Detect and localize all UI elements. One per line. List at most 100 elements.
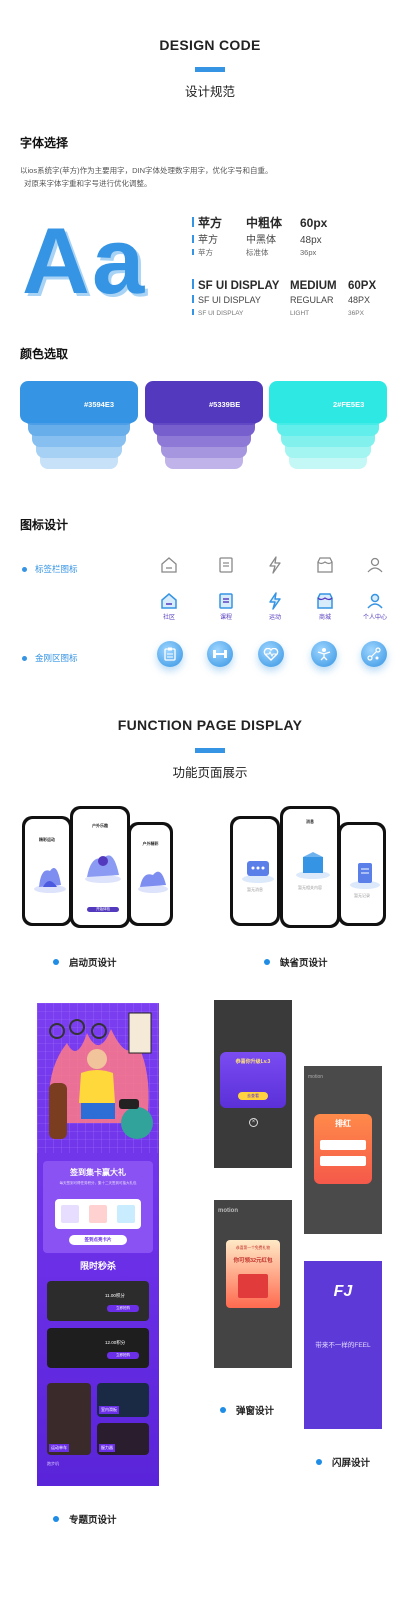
popup-3-title: 你可领32元红包: [233, 1258, 273, 1264]
font-desc-line2: 对原来字体字重和字号进行优化调整。: [24, 179, 152, 188]
launch-right-title: 户外精彩: [142, 841, 159, 846]
glyph-lower-a: a: [92, 208, 145, 313]
shop-icon-active: [317, 593, 333, 609]
topic-product-2[interactable]: 12.00积分 立即抢购: [47, 1328, 149, 1368]
tab-label-community: 社区: [162, 615, 175, 621]
dumbbell-icon: [213, 650, 227, 658]
popup-3-giftbox: [238, 1274, 268, 1298]
home-icon-active: [161, 593, 177, 609]
popup-2-coupon-1[interactable]: [320, 1140, 366, 1150]
splash-slogan: 带来不一样的FEEL: [315, 1342, 371, 1349]
topic-tile-a[interactable]: 运动单车: [47, 1383, 91, 1455]
launch-phone-right: 户外精彩: [128, 822, 173, 926]
launch-phone-center: 户外乐趣 开始体验: [70, 806, 130, 928]
font-section-title: 字体选择: [20, 136, 69, 150]
topic-card-3: [117, 1205, 135, 1223]
color-section-title: 颜色选取: [20, 347, 69, 361]
empty-phone-right: 暂无记录: [338, 822, 386, 926]
empty-left-caption: 暂无消息: [247, 887, 263, 892]
topic-card-row: [55, 1199, 141, 1229]
topic-sign-subtitle: 每天签到可得任务积分，集十二天签到可抽大礼包: [59, 1181, 137, 1185]
color-swatch-label: #3594E3: [84, 400, 115, 409]
popup-2-title: 排红: [335, 1119, 351, 1128]
popup-screen-1: 恭喜你升级Lv.3 去查看 ×: [214, 1000, 292, 1168]
topic-sign-button[interactable]: 签到点亮卡片: [69, 1235, 127, 1245]
kingkong-clipboard[interactable]: [157, 641, 183, 667]
empty-illustration-box: [296, 852, 330, 879]
launch-illustration-center: [85, 855, 121, 883]
popup-screen-3: motion 恭喜第一个免费礼物 你可领32元红包: [214, 1200, 292, 1368]
tabbar-icons-label: 标签栏图标: [22, 563, 78, 575]
color-swatch-label: #5339BE: [209, 400, 241, 409]
splash-screen: FJ 带来不一样的FEEL: [304, 1261, 382, 1429]
page-title: DESIGN CODE: [159, 37, 261, 53]
font-spec-cn-1: 苹方 中粗体 60px: [192, 214, 327, 231]
topic-tile-a-tag: 运动单车: [49, 1444, 69, 1452]
font-section-desc: 以ios系统字(苹方)作为主要用字，DIN字体处理数字用字，优化字号和自重。 对…: [20, 164, 320, 190]
color-swatch-main: [145, 381, 263, 423]
function-underline: [195, 748, 225, 753]
empty-phone-left: 暂无消息: [230, 816, 280, 926]
lightning-icon: [269, 556, 281, 574]
font-spec-cn-2: 苹方 中黑体 48px: [192, 231, 322, 246]
topic-tile-b[interactable]: 室内滑板: [97, 1383, 149, 1417]
kingkong-dumbbell[interactable]: [207, 641, 233, 667]
popup-screen-2: 排红 motion: [304, 1066, 382, 1234]
topic-card-2: [89, 1205, 107, 1223]
clipboard-icon: [164, 647, 176, 661]
topic-product-2-price: 12.00积分: [105, 1340, 126, 1345]
font-desc-line1: 以ios系统字(苹方)作为主要用字，DIN字体处理数字用字，优化字号和自重。: [20, 166, 273, 175]
popup-1-button[interactable]: 去查看: [238, 1092, 268, 1100]
kingkong-heart[interactable]: [258, 641, 284, 667]
topic-tile-b-tag: 室内滑板: [99, 1406, 119, 1414]
splash-logo: FJ: [333, 1283, 353, 1300]
kingkong-figure[interactable]: [311, 641, 337, 667]
caption-popup: 弹窗设计: [220, 1403, 274, 1417]
launch-illustration-left: [34, 868, 66, 893]
topic-product-1[interactable]: 11.00积分 立即抢购: [47, 1281, 149, 1321]
topic-sign-title: 签到集卡赢大礼: [70, 1168, 126, 1177]
color-swatch-label: 2#FE5E3: [333, 400, 365, 409]
kingkong-molecule[interactable]: [361, 641, 387, 667]
tab-label-course: 课程: [219, 615, 232, 621]
home-icon: [161, 557, 177, 573]
launch-start-button-label: 开始体验: [96, 907, 110, 911]
topic-product-1-button[interactable]: 立即抢购: [107, 1305, 139, 1312]
font-spec-en-2: SF UI DISPLAY REGULAR 48PX: [192, 295, 370, 305]
caption-splash: 闪屏设计: [316, 1455, 370, 1469]
empty-center-title: 消息: [306, 819, 314, 824]
popup-3-heading: 恭喜第一个免费礼物: [235, 1246, 271, 1250]
launch-start-button[interactable]: [87, 907, 119, 912]
user-icon-active: [367, 593, 383, 609]
topic-tile-d-tag: 握力器: [99, 1444, 115, 1452]
popup-2-brand: motion: [308, 1074, 324, 1080]
caption-launch: 启动页设计: [53, 955, 117, 969]
empty-phone-center: 消息 暂无相关内容: [280, 806, 340, 928]
molecule-icon: [367, 647, 381, 661]
popup-1-close-icon[interactable]: ×: [249, 1118, 258, 1127]
topic-page: 签到集卡赢大礼 每天签到可得任务积分，集十二天签到可抽大礼包 签到点亮卡片 限时…: [37, 1003, 159, 1486]
topic-tile-d[interactable]: 握力器: [97, 1423, 149, 1455]
tab-label-mall: 商城: [318, 615, 331, 621]
function-subtitle: 功能页面展示: [172, 766, 248, 780]
empty-right-caption: 暂无记录: [354, 893, 370, 898]
topic-product-1-price: 11.00积分: [105, 1293, 125, 1298]
heart-icon: [263, 648, 279, 661]
topic-hero-illustration: [37, 1003, 159, 1153]
launch-center-title: 户外乐趣: [92, 823, 108, 828]
font-spec-en-3: SF UI DISPLAY LIGHT 36PX: [192, 309, 364, 317]
topic-flash-title: 限时秒杀: [79, 1261, 116, 1271]
popup-2-coupon-2[interactable]: [320, 1156, 366, 1166]
caption-empty: 缺省页设计: [264, 955, 328, 969]
empty-illustration-list: [350, 863, 380, 889]
font-spec-cn-3: 苹方 标准体 36px: [192, 247, 316, 258]
popup-3-brand: motion: [218, 1208, 238, 1214]
page-subtitle: 设计规范: [184, 85, 235, 99]
font-spec-en-1: SF UI DISPLAY MEDIUM 60PX: [192, 279, 376, 292]
empty-illustration-chat: [242, 861, 274, 883]
kingkong-icons-label: 金刚区图标: [22, 652, 78, 664]
color-swatch-main: [20, 381, 138, 423]
launch-left-title: 精彩运动: [39, 837, 55, 842]
topic-product-2-button[interactable]: 立即抢购: [107, 1352, 139, 1359]
shop-icon: [317, 557, 333, 573]
